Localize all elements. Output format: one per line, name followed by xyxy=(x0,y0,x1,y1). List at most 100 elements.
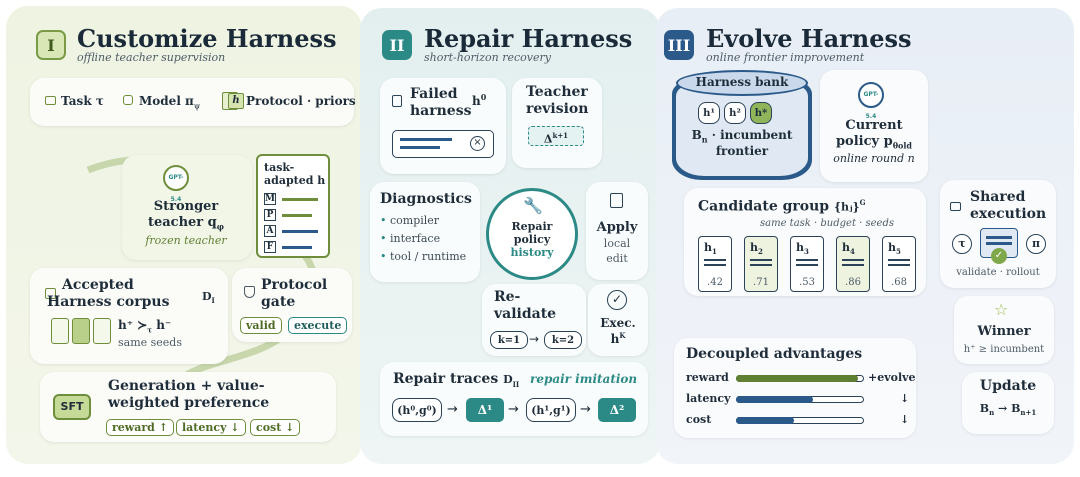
check-icon: ✓ xyxy=(991,248,1007,264)
sft-badge: SFT xyxy=(53,394,91,420)
current-title: Current xyxy=(845,118,903,133)
revalidate-from: k=1 xyxy=(490,331,528,349)
advantage-fill xyxy=(736,396,813,403)
corpus-doc-icon xyxy=(51,318,69,344)
protocol-label: Protocol · priors xyxy=(246,94,356,108)
teacher-role: frozen teacher xyxy=(145,234,227,247)
panel-subtitle: short-horizon recovery xyxy=(424,51,551,64)
module-letter: P xyxy=(264,209,276,221)
apply-line3: edit xyxy=(606,252,628,265)
exec-label: hK xyxy=(610,331,626,346)
gate-chip: execute xyxy=(288,317,348,334)
policy-node: π xyxy=(1026,234,1046,254)
advantage-tail: ↓ xyxy=(900,413,910,426)
inputs-card xyxy=(30,78,354,126)
task-adapted-title: task- xyxy=(264,161,295,174)
current-title2: policy pθold xyxy=(835,134,913,151)
code-line xyxy=(704,264,726,266)
code-line xyxy=(888,264,910,266)
trace-delta: Δ² xyxy=(598,398,636,422)
corpus-icon xyxy=(45,288,56,299)
protocol-badge: h xyxy=(228,93,244,109)
wrench-icon: 🔧 xyxy=(523,196,543,215)
gate-chip: valid xyxy=(240,317,282,334)
task-adapted-title2: adapted h xyxy=(264,174,326,187)
document-icon xyxy=(392,95,402,107)
winner-card xyxy=(954,296,1054,364)
panel-title: Evolve Harness xyxy=(706,24,912,53)
task-icon xyxy=(45,96,56,105)
current-note: online round n xyxy=(833,152,915,165)
diagnostics-item: • interface xyxy=(380,232,441,245)
advantage-fill xyxy=(736,417,794,424)
exec-title: Exec. xyxy=(600,316,636,330)
traces-note: repair imitation xyxy=(530,372,638,386)
apply-line2: local xyxy=(603,237,631,250)
robot-icon xyxy=(123,95,133,105)
code-line xyxy=(750,259,772,261)
candidate-title: Candidate group {hⱼ}G xyxy=(698,198,866,215)
teacher-title2: teacher qφ xyxy=(147,215,225,232)
trace-delta: Δ¹ xyxy=(466,398,504,422)
module-line xyxy=(282,198,318,201)
advantages-title: Decoupled advantages xyxy=(686,346,863,362)
repair-policy-circle xyxy=(486,188,578,280)
shared-title: Shared xyxy=(970,189,1026,205)
revalidate-title: Re- xyxy=(494,289,521,305)
advantage-label: reward xyxy=(686,371,729,384)
apply-card xyxy=(586,182,648,280)
advantage-label: latency xyxy=(686,392,731,405)
candidate-label: h5 xyxy=(888,241,901,257)
revision-delta: Δk+1 xyxy=(528,126,584,146)
teacher-revision-card xyxy=(512,78,602,168)
code-line xyxy=(888,259,910,261)
panel-title: Customize Harness xyxy=(77,24,337,53)
bank-caption2: frontier xyxy=(715,144,769,158)
candidate-card: h2 .71 xyxy=(744,236,778,292)
candidate-note: same task · budget · seeds xyxy=(760,218,894,229)
candidate-card: h4 .86 xyxy=(836,236,870,292)
winner-title: Winner xyxy=(977,324,1031,339)
update-title: Update xyxy=(979,378,1037,394)
center-line1: Repair xyxy=(511,220,553,233)
diagnostics-item: • tool / runtime xyxy=(380,250,467,263)
bank-item: h¹ xyxy=(698,102,720,124)
corpus-doc-icon xyxy=(93,318,111,344)
diagnostics-card xyxy=(370,182,480,282)
step-number-badge: II xyxy=(382,30,412,60)
arrow-icon: → xyxy=(447,402,458,417)
candidate-value: .86 xyxy=(845,277,861,288)
step-number-badge: I xyxy=(36,30,66,60)
shared-title2: execution xyxy=(970,206,1047,222)
corpus-note: same seeds xyxy=(118,336,182,349)
teacher-logo-icon: GPT-5.4 xyxy=(163,165,189,203)
gate-title2: gate xyxy=(261,294,296,310)
step-number-badge: III xyxy=(664,30,694,60)
task-adapted-document xyxy=(256,154,330,258)
sft-title: Generation + value- xyxy=(108,378,265,394)
trace-state: (h¹,g¹) xyxy=(526,398,576,422)
advantage-tail: +evolve xyxy=(868,371,916,384)
shield-icon xyxy=(244,286,255,298)
arrow-icon: → xyxy=(529,332,540,346)
corpus-dataset: DI xyxy=(202,290,215,306)
sft-chip-cost: cost ↓ xyxy=(250,419,301,436)
harness-bank-body xyxy=(676,84,808,176)
module-letter: A xyxy=(264,225,276,237)
module-line xyxy=(282,214,312,217)
trace-state: (h⁰,g⁰) xyxy=(392,398,442,422)
code-line xyxy=(796,264,818,266)
sft-title2: weighted preference xyxy=(108,395,270,411)
module-letter: M xyxy=(264,193,276,205)
candidate-label: h2 xyxy=(750,241,763,257)
failed-label: h0 xyxy=(472,92,487,108)
policy-logo-icon: GPT-5.4 xyxy=(858,82,884,120)
candidate-label: h4 xyxy=(842,241,855,257)
candidate-value: .42 xyxy=(707,277,723,288)
failed-title2: harness xyxy=(410,103,472,119)
code-line xyxy=(986,236,1012,239)
code-line xyxy=(842,259,864,261)
candidate-value: .71 xyxy=(753,277,769,288)
panel-subtitle: offline teacher supervision xyxy=(77,51,226,64)
bank-item: h² xyxy=(724,102,746,124)
